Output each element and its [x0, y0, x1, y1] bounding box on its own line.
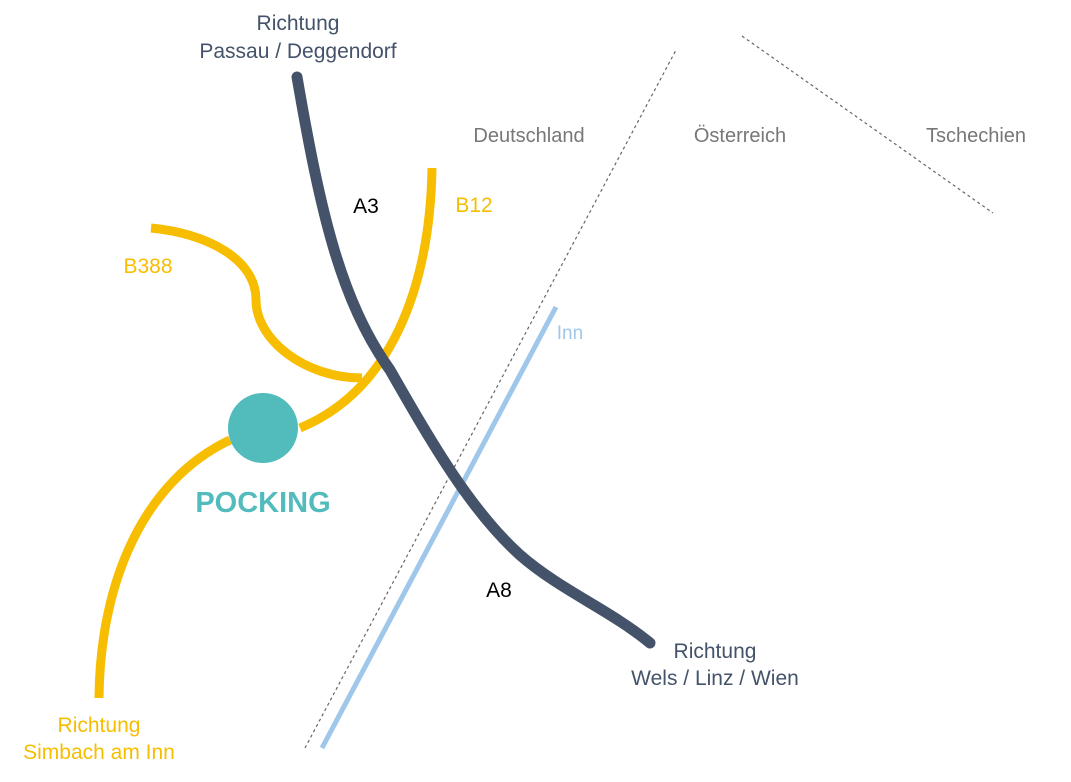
- town-label: POCKING: [195, 487, 330, 519]
- country-label-germany: Deutschland: [473, 125, 584, 147]
- border-germany-austria: [304, 49, 677, 749]
- motorway-label-a3: A3: [353, 195, 379, 218]
- motorway-label-a8: A8: [486, 579, 512, 602]
- motorway-a3-a8: [291, 71, 656, 649]
- road-simbach: [94, 435, 232, 699]
- road-label-b388: B388: [123, 255, 172, 278]
- direction-southeast-line1: Richtung: [674, 640, 757, 663]
- direction-north-line1: Richtung: [257, 12, 340, 35]
- country-label-austria: Österreich: [694, 125, 786, 147]
- direction-southwest-line1: Richtung: [58, 714, 141, 737]
- direction-southwest-line2: Simbach am Inn: [23, 741, 175, 764]
- river-label-inn: Inn: [557, 323, 583, 344]
- direction-north-line2: Passau / Deggendorf: [199, 40, 396, 63]
- direction-southeast-line2: Wels / Linz / Wien: [631, 667, 799, 690]
- road-label-b12: B12: [455, 194, 492, 217]
- river-inn: [319, 305, 559, 750]
- road-b388: [150, 223, 363, 383]
- town-marker-pocking: [228, 393, 298, 463]
- road-b12: [298, 167, 437, 433]
- country-label-czechia: Tschechien: [926, 125, 1026, 147]
